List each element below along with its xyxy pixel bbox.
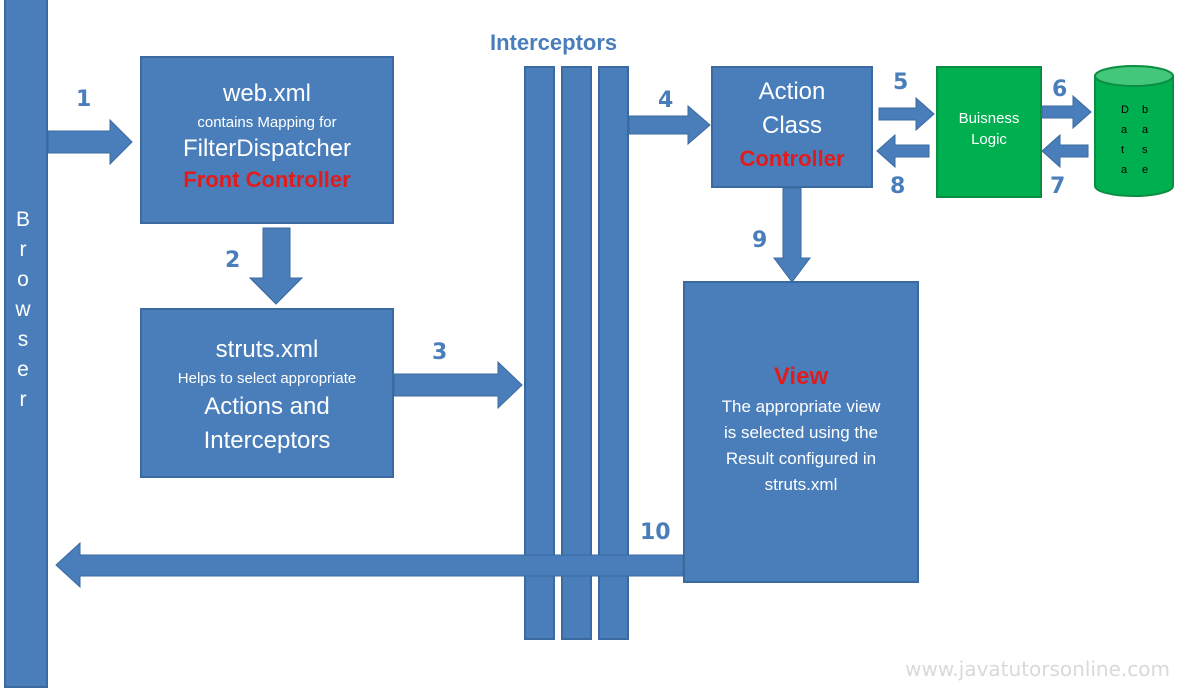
business-line1: Buisness <box>958 110 1020 127</box>
step-6-label: 6 <box>1052 77 1068 102</box>
view-line2: is selected using the <box>723 423 879 442</box>
browser-label: B r o w s e r <box>15 208 31 411</box>
webxml-title: web.xml <box>222 80 312 107</box>
arrow-9 <box>773 187 811 283</box>
step-9-label: 9 <box>752 228 768 253</box>
interceptor-bar-2 <box>561 66 592 640</box>
arrow-10 <box>55 541 684 589</box>
step-10-label: 10 <box>640 520 671 545</box>
business-line2: Logic <box>971 131 1007 148</box>
browser-bar <box>4 0 48 688</box>
arrow-4 <box>628 104 711 146</box>
view-title: View <box>773 363 829 390</box>
database-cylinder <box>1094 65 1174 197</box>
arrow-8 <box>876 133 930 169</box>
webxml-box: web.xml contains Mapping for FilterDispa… <box>140 56 394 224</box>
strutsxml-subtitle: Helps to select appropriate <box>177 370 357 387</box>
arrow-3 <box>393 360 523 410</box>
strutsxml-box: struts.xml Helps to select appropriate A… <box>140 308 394 478</box>
action-class-box: Action Class Controller <box>711 66 873 188</box>
strutsxml-line1: Actions and <box>204 393 330 420</box>
arrow-6 <box>1041 94 1092 130</box>
business-logic-box: Buisness Logic <box>936 66 1042 198</box>
step-3-label: 3 <box>432 340 448 365</box>
action-line2: Class <box>761 112 822 139</box>
action-line1: Action <box>758 78 826 105</box>
strutsxml-line2: Interceptors <box>203 427 331 454</box>
front-controller-label: Front Controller <box>183 167 351 192</box>
view-line3: Result configured in <box>725 449 877 468</box>
arrow-1 <box>47 118 133 166</box>
step-7-label: 7 <box>1050 174 1066 199</box>
webxml-name: FilterDispatcher <box>182 135 352 162</box>
step-8-label: 8 <box>890 174 906 199</box>
watermark: www.javatutorsonline.com <box>905 657 1170 681</box>
arrow-2 <box>248 227 304 305</box>
view-line4: struts.xml <box>764 475 838 494</box>
step-5-label: 5 <box>893 70 909 95</box>
step-2-label: 2 <box>225 248 241 273</box>
view-line1: The appropriate view <box>721 397 881 416</box>
interceptor-bar-1 <box>524 66 555 640</box>
webxml-subtitle: contains Mapping for <box>197 114 337 131</box>
arrow-5 <box>878 96 935 132</box>
step-1-label: 1 <box>76 87 92 112</box>
arrow-7 <box>1041 133 1089 169</box>
controller-label: Controller <box>739 146 845 171</box>
view-box: View The appropriate view is selected us… <box>683 281 919 583</box>
interceptor-bar-3 <box>598 66 629 640</box>
interceptors-label: Interceptors <box>490 30 618 55</box>
strutsxml-title: struts.xml <box>215 336 319 363</box>
step-4-label: 4 <box>658 88 674 113</box>
